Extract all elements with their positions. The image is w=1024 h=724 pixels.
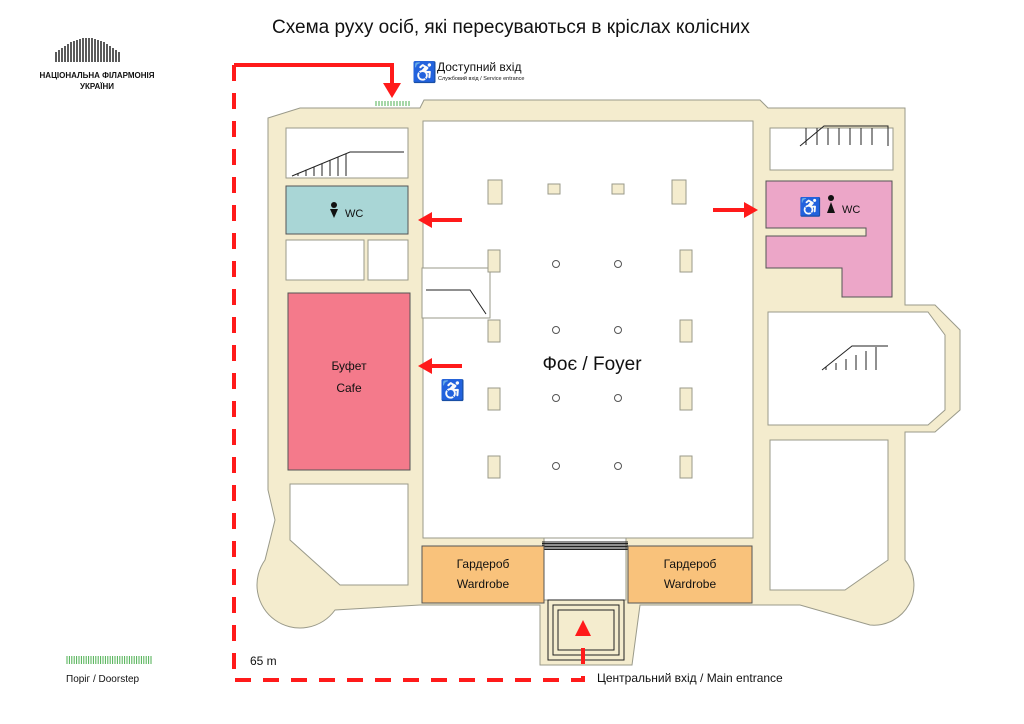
column [487,455,501,479]
logo-line2: УКРАЇНИ [80,82,114,91]
column-round [552,462,560,470]
column-round [614,260,622,268]
room-top-right [769,127,894,171]
wheelchair-icon-wc: ♿ [799,196,821,217]
column [547,183,561,195]
cafe-room [287,292,411,471]
arrow-up-icon [575,620,591,636]
column-round [614,462,622,470]
female-icon [330,202,338,218]
column-round [552,260,560,268]
arrow-down-icon [383,83,401,98]
wc-left-label: WC [345,208,363,220]
logo: НАЦІОНАЛЬНА ФІЛАРМОНІЯ УКРАЇНИ [40,38,155,91]
room-small-left [285,239,365,281]
doorstep-marker [375,101,410,106]
arrow-left-icon [418,358,432,374]
room-bottom-left [289,483,409,586]
column [679,455,693,479]
wc-right-room [765,180,893,298]
route-solid-top [234,63,394,85]
room-small-right [367,239,409,281]
doorstep-legend-marker [66,656,152,664]
column [487,249,501,273]
main-entrance-label: Центральний вхід / Main entrance [597,671,783,685]
entrance-steps [543,537,627,601]
wardrobe-right-label-en: Wardrobe [664,577,717,591]
wheelchair-icon-entrance: ♿ [412,60,437,84]
column-round [614,394,622,402]
column [679,249,693,273]
route-dashed [232,65,585,682]
cafe-label-en: Cafe [336,381,362,395]
wardrobe-right-label-ua: Гардероб [664,557,717,571]
room-stairs-foyer [421,267,491,319]
cafe-label-ua: Буфет [331,359,367,373]
wheelchair-route [232,63,746,682]
doorstep-legend-label: Поріг / Doorstep [66,674,140,685]
wheelchair-icon-cafe: ♿ [440,378,465,402]
column [611,183,625,195]
distance-label: 65 m [250,654,277,668]
route-arrowheads [383,83,758,636]
stairs [291,125,889,661]
wardrobe-left-room [421,545,545,604]
column [679,319,693,343]
column [679,387,693,411]
arrow-left-icon [418,212,432,228]
room-bottom-right [769,439,889,591]
service-entrance-label: Службовий вхід / Service entrance [438,75,525,82]
page-title: Схема руху осіб, які пересуваються в крі… [272,17,750,38]
column-round [552,326,560,334]
column [487,387,501,411]
column-round [614,326,622,334]
male-icon [827,195,835,213]
column-round [552,394,560,402]
logo-line1: НАЦІОНАЛЬНА ФІЛАРМОНІЯ [40,71,155,80]
column [671,179,687,205]
wardrobe-left-label-ua: Гардероб [457,557,510,571]
wc-left-room [285,185,409,235]
column [487,179,503,205]
room-foyer [422,120,754,539]
column [487,319,501,343]
wardrobe-left-label-en: Wardrobe [457,577,510,591]
foyer-label: Фоє / Foyer [542,354,642,375]
arrow-right-icon [744,202,758,218]
accessible-entrance-label: Доступний вхід [437,60,521,74]
wc-right-label: WC [842,204,860,216]
wardrobe-right-room [627,545,753,604]
